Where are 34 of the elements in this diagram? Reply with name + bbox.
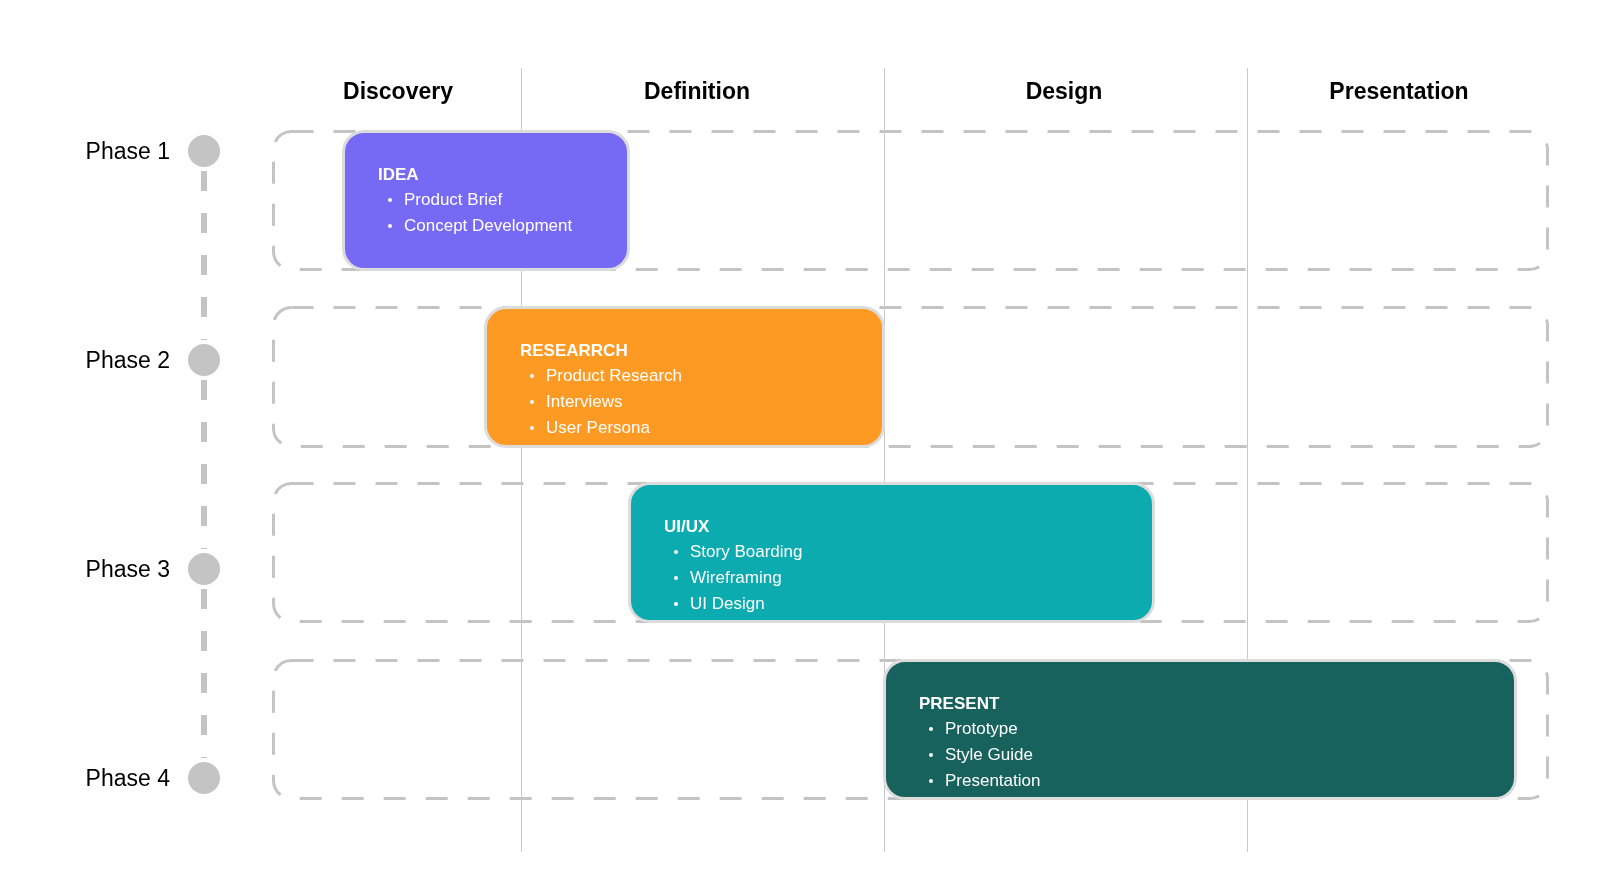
column-header: Discovery [343,77,453,106]
task-card [883,659,1517,800]
card-title: UI/UX [664,516,711,538]
timeline-connector [201,380,207,549]
task-item: Product Brief [404,189,503,211]
phase-band [272,482,1549,623]
task-card [484,306,885,448]
task-card [342,130,630,271]
column-header: Definition [644,77,750,106]
card-title: PRESENT [919,693,1001,715]
card-title: IDEA [378,164,420,186]
phase-label: Phase 2 [85,346,170,374]
phase-label: Phase 4 [85,764,170,792]
task-item: Product Research [546,365,683,387]
task-item: Story Boarding [690,541,803,563]
phase-label: Phase 3 [85,555,170,583]
task-item: User Persona [546,417,650,439]
task-card [628,482,1155,623]
phase-band [272,659,1549,800]
task-item: Presentation [945,770,1041,792]
task-item: Concept Development [404,215,573,237]
phase-band [272,306,1549,448]
phase-label: Phase 1 [85,137,170,165]
column-header: Presentation [1329,77,1469,106]
task-item: Style Guide [945,744,1033,766]
phase-band [272,130,1549,271]
task-item: UI Design [690,593,765,615]
timeline-connector [201,589,207,758]
task-item: Wireframing [690,567,782,589]
task-item: Prototype [945,718,1018,740]
card-title: RESEARRCH [520,340,629,362]
timeline-connector [201,171,207,340]
column-header: Design [1025,77,1103,106]
task-item: Interviews [546,391,623,413]
